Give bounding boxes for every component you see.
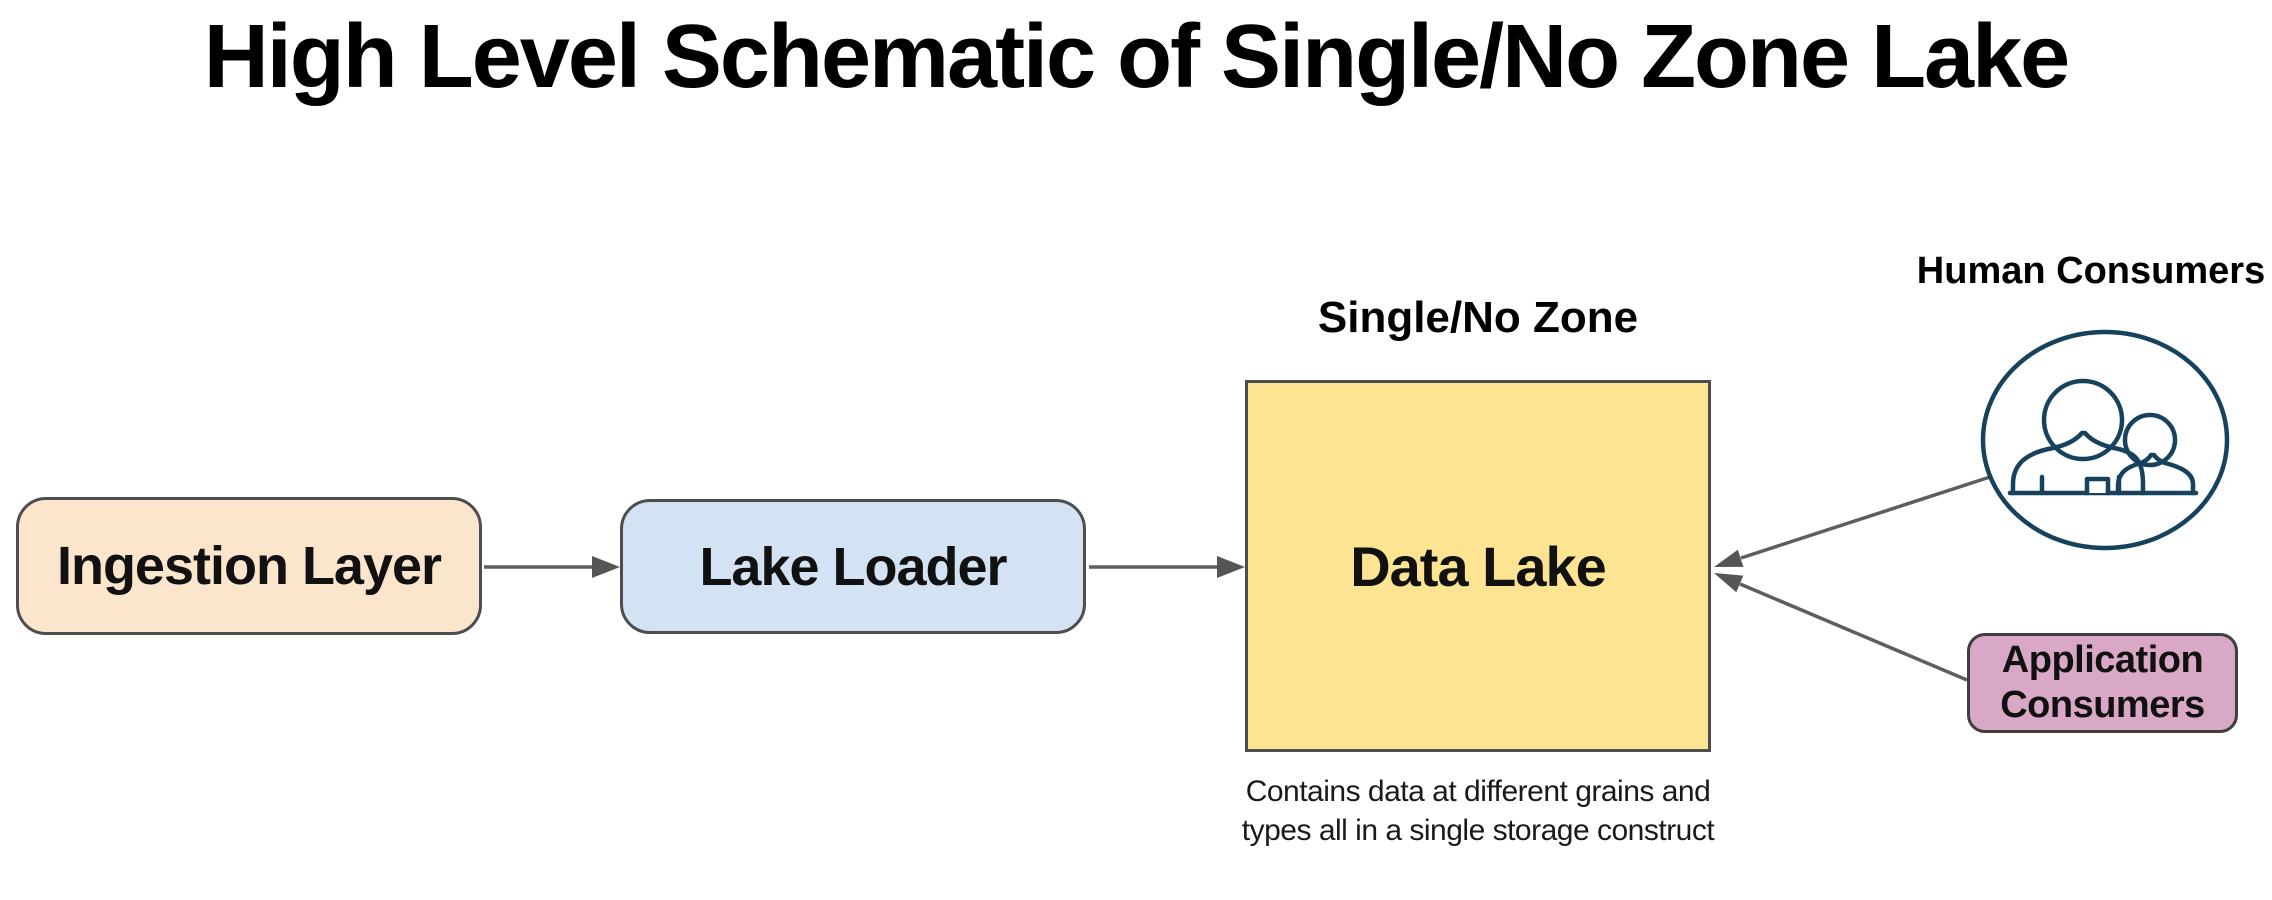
node-lake-loader: Lake Loader — [620, 499, 1086, 634]
data-lake-label: Data Lake — [1350, 534, 1607, 598]
arrow-human-to-datalake — [1714, 475, 1991, 567]
application-consumers-label-line2: Consumers — [2000, 684, 2205, 726]
ingestion-layer-label: Ingestion Layer — [56, 536, 442, 596]
node-data-lake: Data Lake — [1245, 380, 1711, 752]
data-lake-caption: Contains data at different grains and ty… — [1178, 772, 1778, 850]
arrow-loader-to-datalake — [1089, 556, 1245, 578]
arrow-application-to-datalake — [1714, 573, 1968, 682]
single-no-zone-label: Single/No Zone — [1317, 293, 1639, 342]
arrow-ingestion-to-loader — [484, 556, 620, 578]
node-application-consumers: Application Consumers — [1967, 633, 2238, 733]
data-lake-caption-line1: Contains data at different grains and — [1245, 775, 1711, 808]
page-title: High Level Schematic of Single/No Zone L… — [203, 7, 2070, 107]
application-consumers-label: Application Consumers — [2000, 638, 2205, 728]
node-ingestion-layer: Ingestion Layer — [16, 497, 482, 635]
human-consumers-icon — [1980, 329, 2230, 551]
application-consumers-label-line1: Application — [2001, 639, 2204, 681]
lake-loader-label: Lake Loader — [699, 536, 1007, 597]
human-consumers-label: Human Consumers — [1916, 250, 2266, 292]
data-lake-caption-line2: types all in a single storage construct — [1241, 814, 1715, 847]
